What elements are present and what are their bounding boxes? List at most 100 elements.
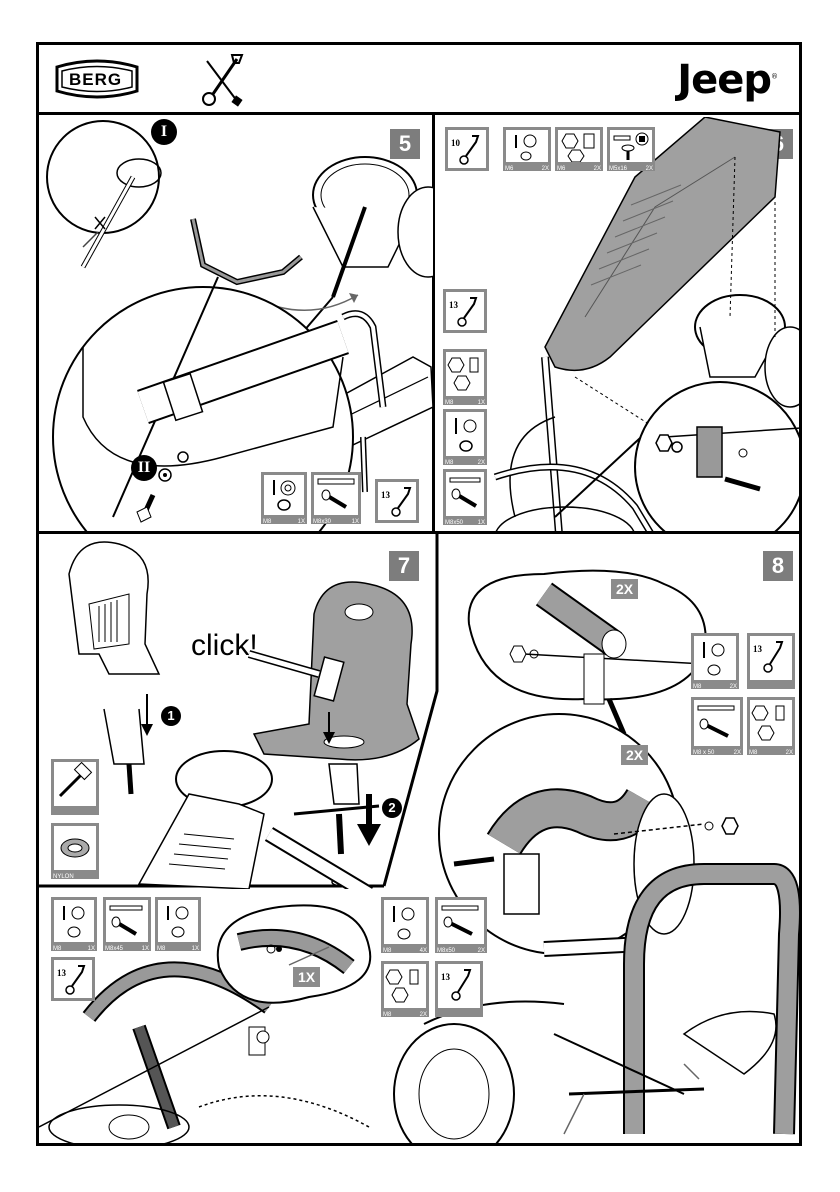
part-label: M8 — [53, 946, 61, 952]
bolt-icon — [446, 472, 484, 516]
step-8-part-bolt-m8x50: M8 x 50 2X — [691, 697, 743, 755]
part-qty: 1X — [192, 946, 199, 952]
part-qty: 1X — [478, 520, 485, 526]
step-8-part-bolt-m8x50-b: M8x50 2X — [435, 897, 487, 953]
washer-icon — [446, 412, 484, 456]
wrench-icon — [438, 964, 480, 1008]
step-6-part-nut-m8: M8 1X — [443, 349, 487, 405]
part-qty: 2X — [734, 750, 741, 756]
step-5-callout-1: I — [151, 119, 177, 145]
jeep-logo-text: Jeep — [677, 57, 771, 103]
part-label: NYLON — [53, 874, 74, 880]
part-label: M8 — [383, 1012, 391, 1018]
part-qty: 1X — [352, 519, 359, 525]
bolt-icon — [438, 900, 484, 944]
step-8-part-washer-m8: M8 2X — [691, 633, 739, 689]
page-header: BERG Jeep® — [39, 45, 799, 115]
registered-mark: ® — [771, 73, 777, 81]
part-label: M8 — [749, 750, 757, 756]
step-6-part-nut-m6: M6 2X — [555, 127, 603, 171]
bolt-icon — [106, 900, 148, 942]
instruction-page-frame: BERG Jeep® 5 — [36, 42, 802, 1146]
part-qty: 2X — [542, 166, 549, 172]
washer-icon — [506, 130, 548, 162]
wrench-icon — [378, 482, 416, 520]
step-5-part-wrench: 13 — [375, 479, 419, 523]
part-qty: 2X — [478, 460, 485, 466]
part-qty: 2X — [594, 166, 601, 172]
step-7-part-hammer — [51, 759, 99, 815]
step-8-illustration — [384, 534, 802, 1146]
part-qty: 2X — [730, 684, 737, 690]
washer-icon — [694, 636, 736, 680]
step-6-part-washer-m6: M6 2X — [503, 127, 551, 171]
step-8-part-wrench-13-b: 13 — [435, 961, 483, 1017]
washer-icon — [158, 900, 198, 942]
step-6-part-wrench-13: 13 — [443, 289, 487, 333]
wrench-screwdriver-icon — [199, 51, 247, 109]
step-8-part-wrench-13: 13 — [747, 633, 795, 689]
step-5-callout-2: II — [131, 455, 157, 481]
washer-icon — [384, 900, 426, 944]
wrench-icon — [448, 130, 486, 168]
step-5-illustration — [43, 117, 433, 531]
step-6-part-wrench-10: 10 — [445, 127, 489, 171]
nut-icon — [750, 700, 792, 746]
part-qty: 1X — [298, 519, 305, 525]
step-7-part-nylon-washer: NYLON — [51, 823, 99, 879]
step-6-part-bolt-m5: M5x16 2X — [607, 127, 655, 171]
nut-icon — [384, 964, 426, 1008]
step-8-part-nut-m8-b: M8 2X — [381, 961, 429, 1017]
part-label: M8 — [445, 400, 453, 406]
part-label: M8x50 — [437, 948, 455, 954]
part-qty: 2X — [478, 948, 485, 954]
part-qty: 2X — [646, 166, 653, 172]
step-5-part-bolt: M8x30 1X — [311, 472, 361, 524]
part-qty: 1X — [142, 946, 149, 952]
washer-icon — [264, 475, 304, 515]
step-7-part-washer-m8-b: M8 1X — [155, 897, 201, 951]
part-label: M8x50 — [445, 520, 463, 526]
hammer-icon — [54, 762, 96, 806]
bolt-icon — [694, 700, 740, 746]
step-8-multiplier-top: 2X — [611, 579, 638, 599]
part-label: M8 — [693, 684, 701, 690]
nut-icon — [446, 352, 484, 396]
step-6-illustration — [435, 117, 802, 531]
bolt-icon — [314, 475, 358, 515]
part-label: M8x30 — [313, 519, 331, 525]
wrench-icon — [54, 960, 92, 998]
step-7-multiplier: 1X — [293, 967, 320, 987]
step-6-part-washer-m8: M8 2X — [443, 409, 487, 465]
step-8-part-washer-m8-4x: M8 4X — [381, 897, 429, 953]
step-8-part-nut-m8: M8 2X — [747, 697, 795, 755]
jeep-logo: Jeep® — [677, 57, 777, 103]
washer-icon — [54, 900, 94, 942]
step-6-part-bolt-m8x50: M8x50 1X — [443, 469, 487, 525]
step-7-callout-1: 1 — [161, 706, 181, 726]
berg-logo-text: BERG — [69, 70, 122, 90]
part-label: M6 — [557, 166, 565, 172]
step-8-multiplier-mid: 2X — [621, 745, 648, 765]
part-label: M8 — [383, 948, 391, 954]
part-label: M8 — [157, 946, 165, 952]
part-qty: 4X — [420, 948, 427, 954]
part-qty: 2X — [786, 750, 793, 756]
part-label: M8x45 — [105, 946, 123, 952]
step-7-part-wrench-13: 13 — [51, 957, 95, 1001]
nut-icon — [558, 130, 600, 162]
bolt-icon — [610, 130, 652, 162]
part-label: M5x16 — [609, 166, 627, 172]
step-7-part-bolt-m8x45: M8x45 1X — [103, 897, 151, 951]
part-label: M6 — [505, 166, 513, 172]
part-qty: 1X — [478, 400, 485, 406]
wrench-icon — [446, 292, 484, 330]
part-label: M8 — [263, 519, 271, 525]
part-qty: 2X — [420, 1012, 427, 1018]
step-5-part-washer: M8 1X — [261, 472, 307, 524]
part-label: M8 — [445, 460, 453, 466]
part-label: M8 x 50 — [693, 750, 714, 756]
step-7-illustration — [39, 534, 439, 889]
part-qty: 1X — [88, 946, 95, 952]
step-7-part-washer-m8: M8 1X — [51, 897, 97, 951]
